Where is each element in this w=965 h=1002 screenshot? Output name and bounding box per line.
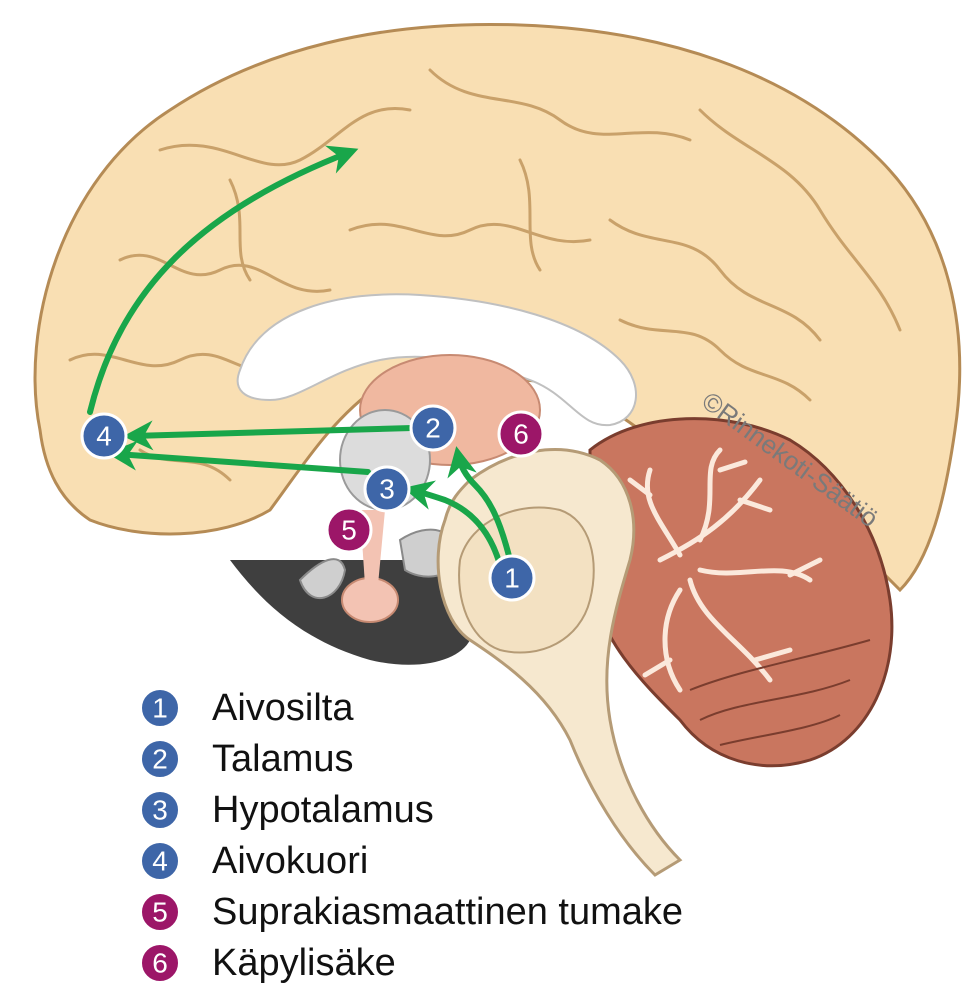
legend-item-4: 4 Aivokuori: [141, 840, 368, 882]
marker-3-label: 3: [379, 474, 395, 505]
legend-item-5: 5 Suprakiasmaattinen tumake: [141, 891, 683, 933]
marker-1: 1: [490, 556, 534, 600]
marker-4: 4: [82, 414, 126, 458]
legend-item-4-text: Aivokuori: [212, 840, 368, 882]
legend-item-3-num: 3: [152, 795, 168, 826]
legend-item-2-text: Talamus: [212, 738, 354, 780]
marker-5-label: 5: [341, 515, 357, 546]
marker-4-label: 4: [96, 421, 112, 452]
marker-6: 6: [499, 412, 543, 456]
legend-item-2: 2 Talamus: [141, 738, 354, 780]
marker-5: 5: [327, 508, 371, 552]
legend-item-4-num: 4: [152, 846, 168, 877]
marker-2-label: 2: [425, 413, 441, 444]
marker-6-label: 6: [513, 419, 529, 450]
marker-2: 2: [411, 406, 455, 450]
legend-item-1: 1 Aivosilta: [141, 687, 354, 729]
marker-3: 3: [365, 467, 409, 511]
legend-item-6-text: Käpylisäke: [212, 942, 396, 984]
legend-item-6-num: 6: [152, 948, 168, 979]
legend-item-5-text: Suprakiasmaattinen tumake: [212, 891, 683, 933]
legend-item-3-text: Hypotalamus: [212, 789, 434, 831]
legend-item-5-num: 5: [152, 897, 168, 928]
legend-item-1-text: Aivosilta: [212, 687, 354, 729]
legend-item-6: 6 Käpylisäke: [141, 942, 396, 984]
legend-item-2-num: 2: [152, 744, 168, 775]
marker-1-label: 1: [504, 563, 520, 594]
legend-item-3: 3 Hypotalamus: [141, 789, 434, 831]
legend-item-1-num: 1: [152, 693, 168, 724]
